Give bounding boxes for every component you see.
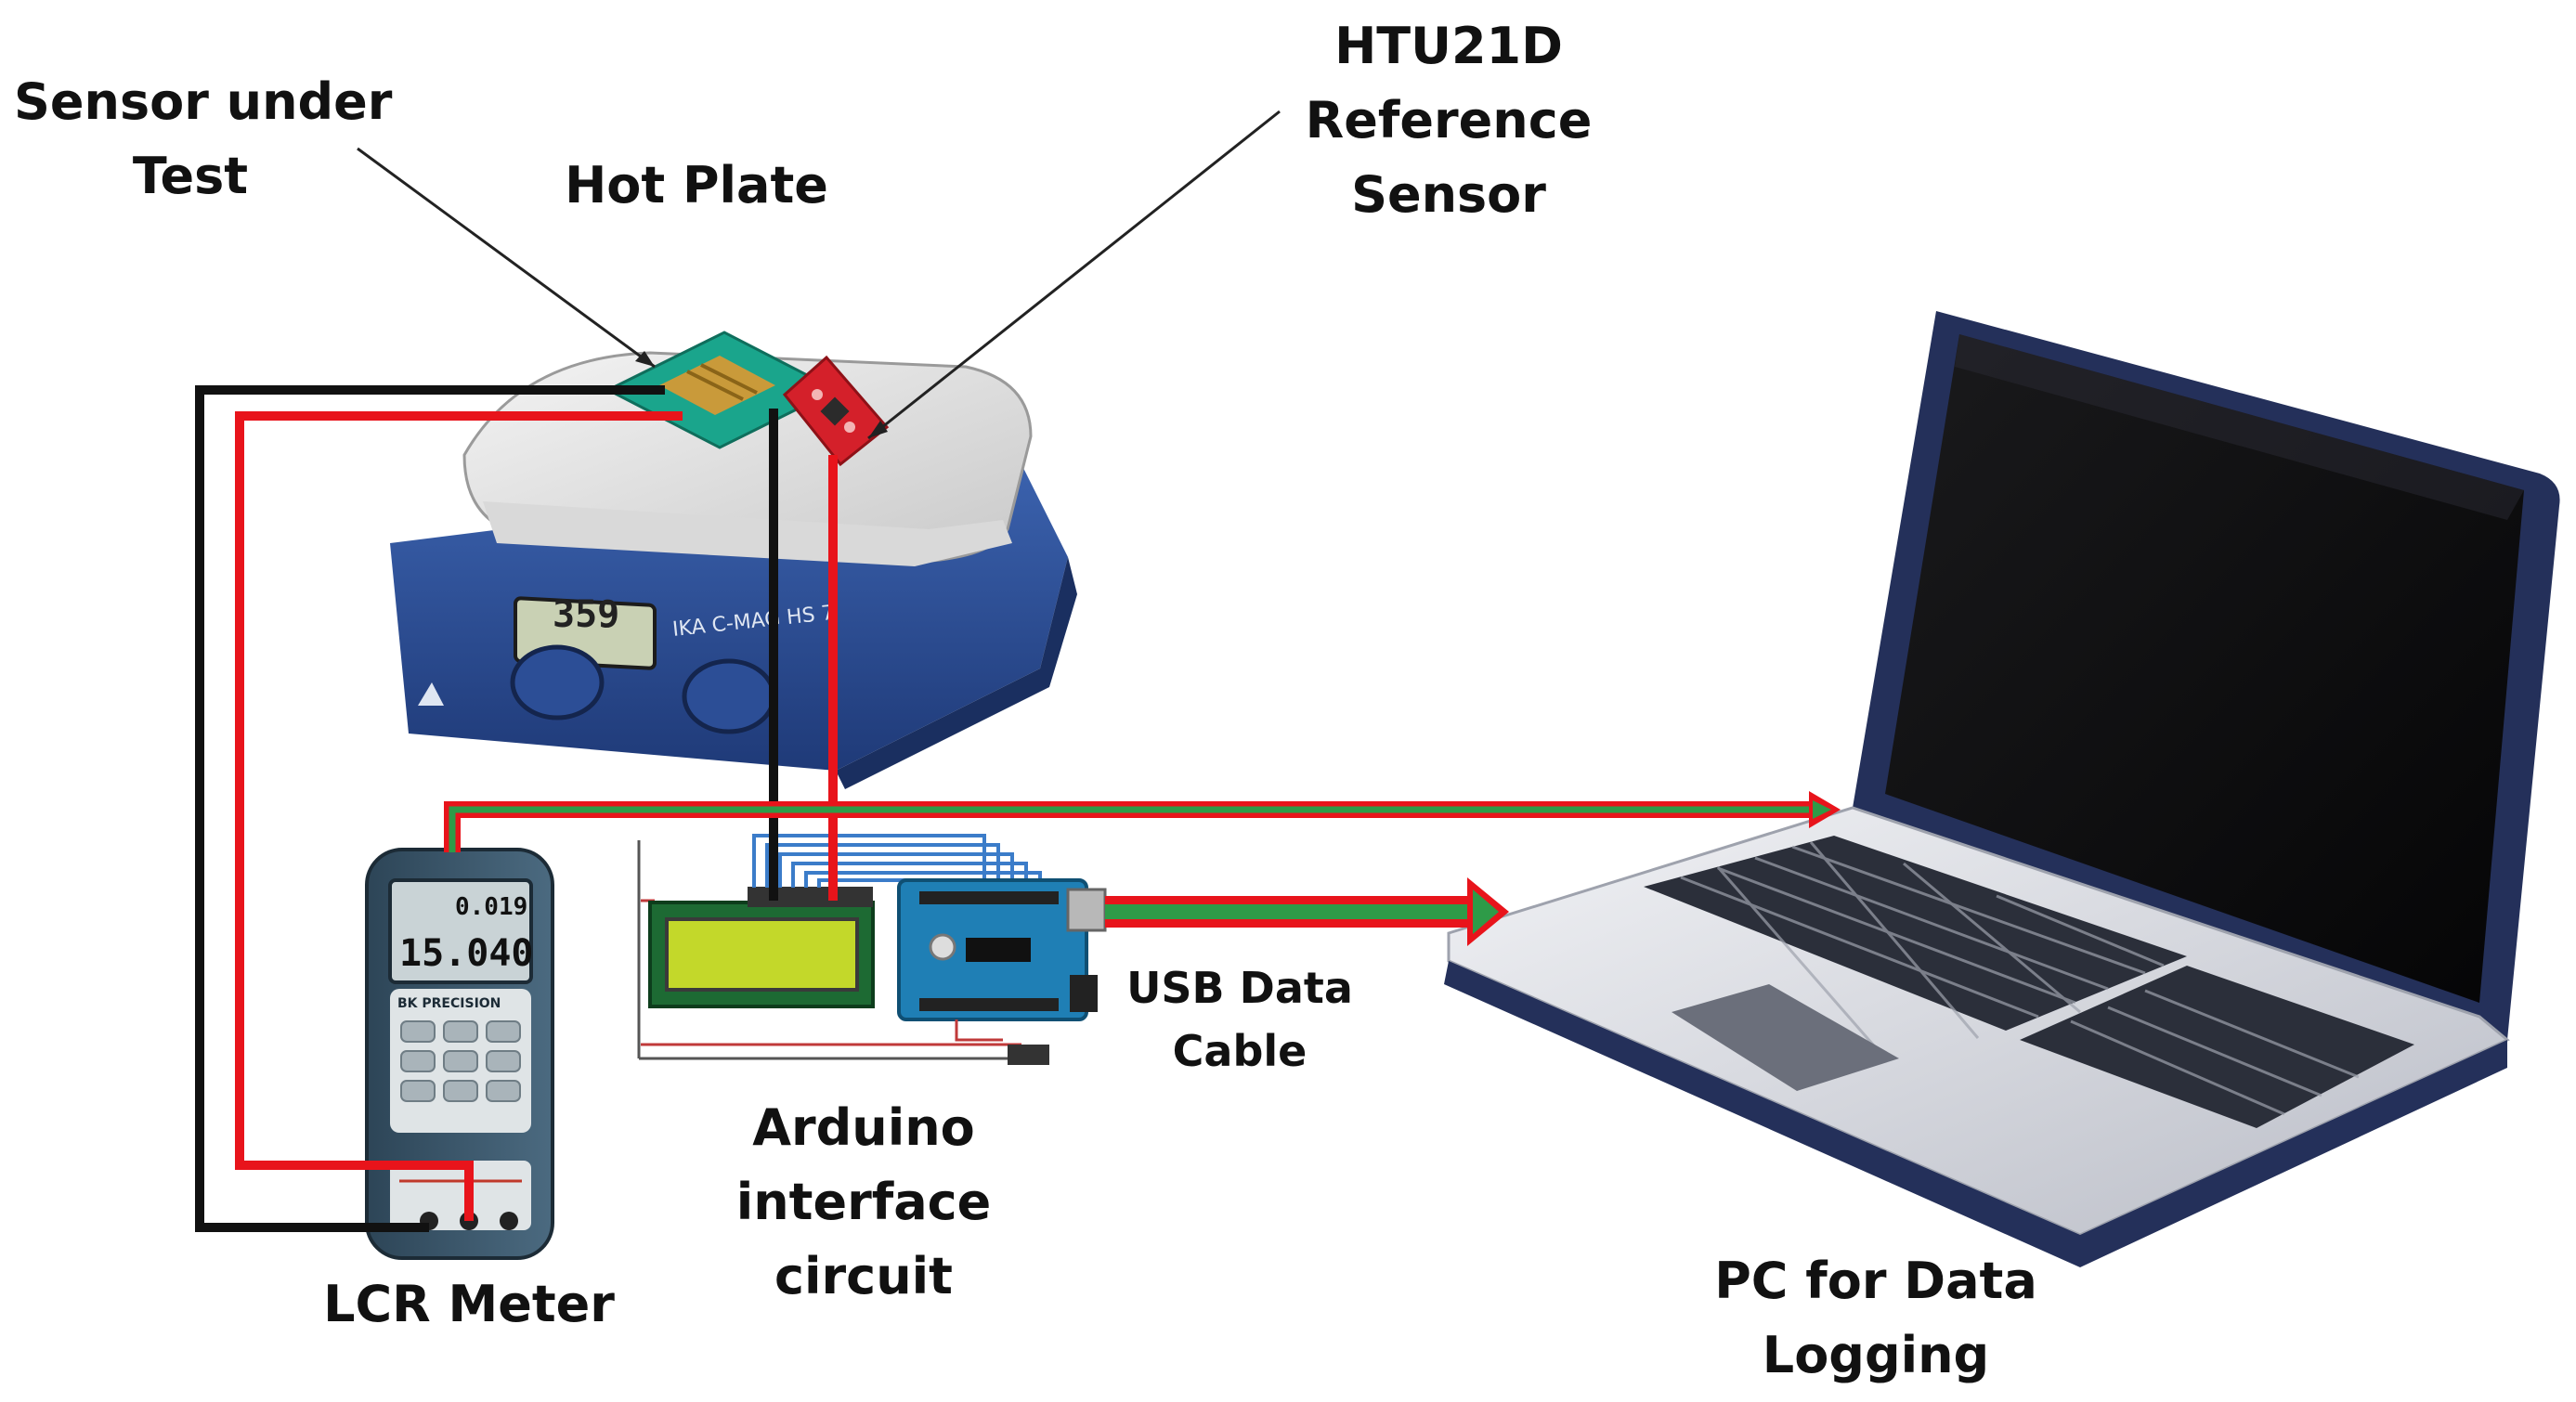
- hot-plate-knob-left: [510, 644, 605, 720]
- laptop-pc: [1444, 311, 2560, 1267]
- lcr-data-arrow: [444, 791, 1841, 852]
- laptop-keyboard: [1644, 836, 2187, 1031]
- lcr-display-primary: 15.040: [399, 932, 534, 975]
- lcr-meter: 0.019 15.040 BK PRECISION: [365, 848, 554, 1260]
- laptop-screen: [1885, 334, 2524, 1003]
- label-pc: PC for Data Logging: [1709, 1244, 2043, 1393]
- label-arduino-line1: Arduino: [752, 1098, 975, 1157]
- htu21d-sensor: [782, 355, 890, 467]
- label-sensor-under-test-line1: Sensor under: [14, 72, 393, 131]
- lcd-screen: [665, 917, 859, 992]
- arduino-interface-circuit: [637, 834, 1107, 1065]
- label-usb-cable-line1: USB Data: [1126, 963, 1353, 1013]
- arduino-usb-port: [1066, 888, 1107, 932]
- laptop-touchpad: [1672, 984, 1899, 1091]
- hot-plate-reading: 359: [553, 593, 619, 636]
- label-usb-cable-line2: Cable: [1172, 1026, 1308, 1076]
- lcr-brand: BK PRECISION: [397, 996, 501, 1011]
- pointer-htu21d: [867, 110, 1281, 440]
- lcr-terminal-guard: [500, 1212, 518, 1230]
- label-hot-plate: Hot Plate: [557, 149, 836, 223]
- black-wire-sensor-to-lcr: [195, 385, 665, 1232]
- label-htu21d-line1: HTU21D: [1334, 17, 1563, 75]
- lcr-display-secondary: 0.019: [455, 893, 527, 921]
- label-arduino-line3: circuit: [774, 1247, 953, 1305]
- label-pc-line1: PC for Data: [1714, 1252, 2037, 1310]
- label-hot-plate-text: Hot Plate: [565, 156, 828, 214]
- red-wire-sensor-to-lcr: [235, 411, 683, 1221]
- label-htu21d: HTU21D Reference Sensor: [1291, 9, 1607, 232]
- pointer-sensor-under-test: [357, 147, 656, 369]
- label-pc-line2: Logging: [1762, 1326, 1990, 1384]
- label-htu21d-line3: Sensor: [1351, 165, 1546, 224]
- hot-plate-knob-right: [682, 658, 776, 734]
- label-usb-cable: USB Data Cable: [1110, 956, 1370, 1083]
- label-htu21d-line2: Reference: [1305, 91, 1593, 149]
- lcr-display: [388, 878, 533, 984]
- label-lcr-meter: LCR Meter: [316, 1267, 622, 1342]
- usb-data-arrow: [1105, 877, 1509, 946]
- label-arduino: Arduino interface circuit: [724, 1091, 1003, 1314]
- potentiometer: [1008, 1045, 1049, 1065]
- label-arduino-line2: interface: [735, 1173, 992, 1231]
- label-sensor-under-test-line2: Test: [132, 147, 249, 205]
- label-lcr-meter-text: LCR Meter: [323, 1275, 615, 1333]
- hot-plate: 359 IKA C-MAG HS 7: [390, 351, 1077, 789]
- label-sensor-under-test: Sensor under Test: [14, 65, 393, 214]
